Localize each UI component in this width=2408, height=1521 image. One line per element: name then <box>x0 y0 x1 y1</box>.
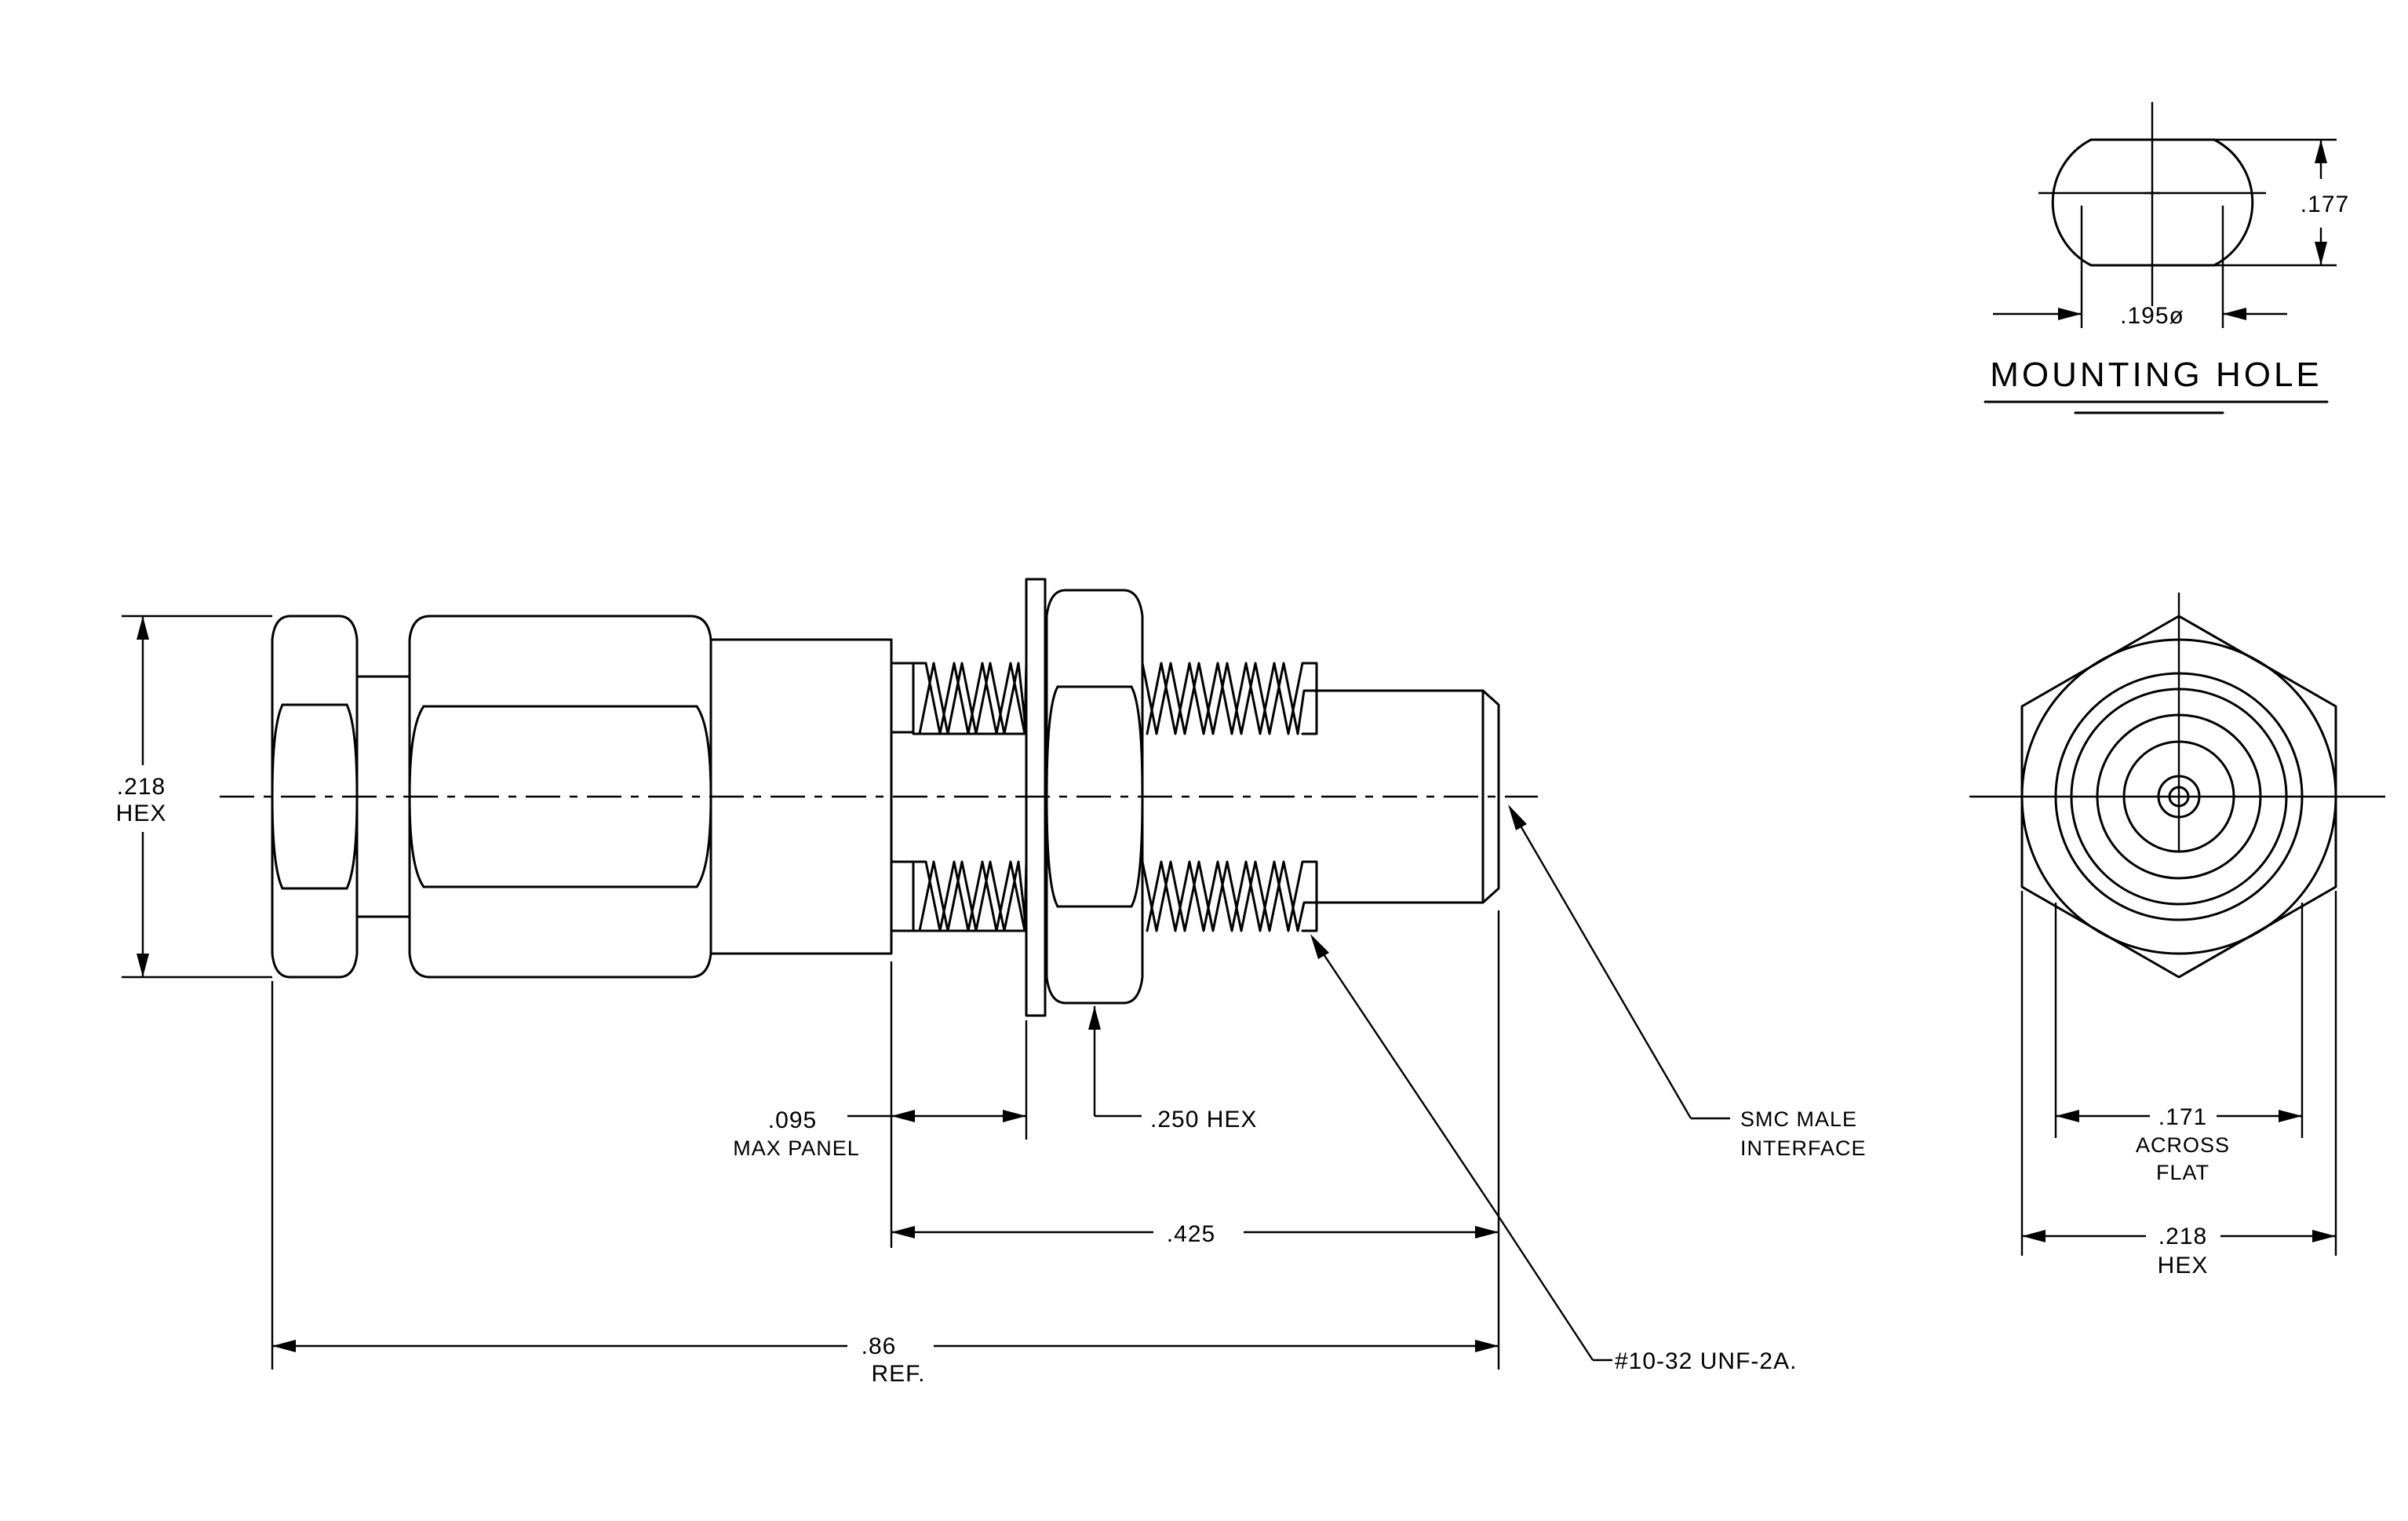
thread-spec-label: #10-32 UNF-2A. <box>1615 1348 1797 1374</box>
side-hex-label: HEX <box>116 801 167 826</box>
end-flat-dim: .171 <box>2158 1104 2207 1130</box>
overall-length-ref: REF. <box>871 1361 925 1387</box>
mounting-hole-title: MOUNTING HOLE <box>1990 356 2322 394</box>
washer <box>1025 578 1047 1017</box>
side-view: .218 HEX .095 MAX PANEL .250 HEX .425 .8… <box>116 578 1867 1387</box>
end-hexagon <box>2020 615 2337 979</box>
end-flat-label-1: ACROSS <box>2136 1133 2230 1157</box>
coupling-hex <box>408 615 712 979</box>
nut-label: .250 HEX <box>1150 1107 1257 1133</box>
end-flat-label-2: FLAT <box>2156 1161 2209 1184</box>
end-view: .171 ACROSS FLAT .218 HEX <box>1969 593 2385 1278</box>
side-hex-dim: .218 <box>117 774 166 800</box>
panel-label: MAX PANEL <box>733 1136 860 1160</box>
hole-dia-dim: .195ø <box>2120 303 2184 329</box>
end-hex-label: HEX <box>2158 1253 2209 1278</box>
mounting-hole-view: .177 .195ø MOUNTING HOLE <box>1984 102 2349 414</box>
rear-hex <box>271 615 359 979</box>
interface-label-2: INTERFACE <box>1740 1136 1867 1160</box>
overall-length-dim: .86 <box>862 1333 897 1359</box>
thread-length-dim: .425 <box>1167 1221 1215 1247</box>
panel-dim: .095 <box>768 1107 817 1133</box>
hole-flat-dim: .177 <box>2301 191 2349 217</box>
interface-pin <box>1315 689 1500 904</box>
panel-nut <box>1045 589 1144 1005</box>
interface-label-1: SMC MALE <box>1740 1107 1857 1131</box>
body <box>709 638 893 955</box>
end-hex-dim: .218 <box>2158 1224 2207 1249</box>
